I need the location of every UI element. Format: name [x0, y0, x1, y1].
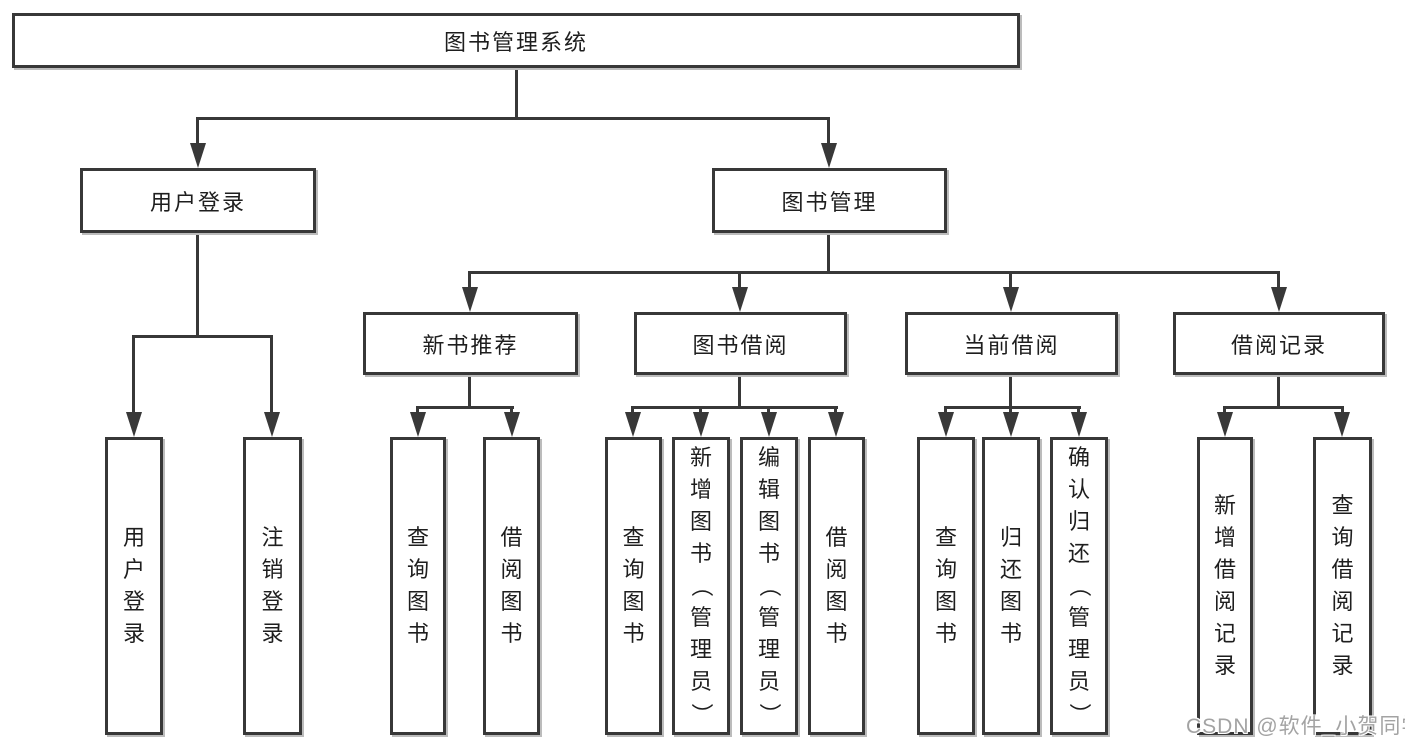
connector-line: [132, 335, 135, 413]
node-label: 图书管理系统: [443, 29, 588, 55]
connector-line: [738, 271, 741, 289]
node-label: 新书推荐: [422, 332, 519, 358]
connector-line: [468, 373, 471, 408]
arrowhead-icon: [1003, 412, 1019, 437]
connector-line: [1223, 406, 1344, 409]
connector-line: [1223, 406, 1226, 414]
leaf-return-books: 归还图书: [982, 437, 1040, 735]
leaf-query-books-recommend: 查询图书: [390, 437, 446, 735]
arrowhead-icon: [732, 287, 748, 312]
connector-line: [1077, 406, 1080, 414]
connector-line: [767, 406, 770, 414]
node-label: 图书借阅: [692, 332, 789, 358]
connector-line: [510, 406, 513, 414]
leaf-borrow-books-borrowing: 借阅图书: [808, 437, 865, 735]
connector-line: [699, 406, 702, 414]
connector-line: [196, 117, 199, 144]
arrowhead-icon: [504, 412, 520, 437]
connector-line: [944, 406, 947, 414]
leaf-confirm-return-admin: 确认归还（管理员）: [1050, 437, 1108, 735]
leaf-query-books-current: 查询图书: [917, 437, 975, 735]
node-label: 用户登录: [149, 189, 246, 215]
leaf-logout: 注销登录: [243, 437, 302, 735]
arrowhead-icon: [625, 412, 641, 437]
connector-line: [1277, 271, 1280, 289]
node-new-book-recommendation: 新书推荐: [363, 312, 578, 375]
node-label: 当前借阅: [963, 332, 1060, 358]
connector-line: [1341, 406, 1344, 414]
arrowhead-icon: [1271, 287, 1287, 312]
node-root-system: 图书管理系统: [12, 13, 1020, 68]
leaf-borrow-books-recommend: 借阅图书: [483, 437, 540, 735]
arrowhead-icon: [1071, 412, 1087, 437]
arrowhead-icon: [126, 412, 142, 437]
connector-line: [631, 406, 838, 409]
connector-line: [1009, 373, 1012, 408]
leaf-add-borrow-record: 新增借阅记录: [1197, 437, 1253, 735]
connector-line: [468, 271, 1280, 274]
arrowhead-icon: [190, 143, 206, 168]
arrowhead-icon: [693, 412, 709, 437]
node-user-login: 用户登录: [80, 168, 316, 233]
arrowhead-icon: [1334, 412, 1350, 437]
arrowhead-icon: [1217, 412, 1233, 437]
arrowhead-icon: [410, 412, 426, 437]
connector-line: [416, 406, 419, 414]
connector-line: [827, 231, 830, 273]
node-book-borrowing: 图书借阅: [634, 312, 847, 375]
arrowhead-icon: [264, 412, 280, 437]
arrowhead-icon: [828, 412, 844, 437]
connector-line: [834, 406, 837, 414]
leaf-query-borrow-record: 查询借阅记录: [1313, 437, 1372, 735]
arrowhead-icon: [1003, 287, 1019, 312]
connector-line: [1277, 373, 1280, 408]
leaf-edit-book-admin: 编辑图书（管理员）: [740, 437, 798, 735]
node-borrowing-records: 借阅记录: [1173, 312, 1385, 375]
node-label: 借阅记录: [1230, 332, 1327, 358]
leaf-add-book-admin: 新增图书（管理员）: [672, 437, 730, 735]
connector-line: [827, 117, 830, 144]
leaf-user-login: 用户登录: [105, 437, 163, 735]
connector-line: [944, 406, 1081, 409]
arrowhead-icon: [821, 143, 837, 168]
connector-line: [738, 373, 741, 408]
node-label: 图书管理: [781, 189, 878, 215]
arrowhead-icon: [462, 287, 478, 312]
connector-line: [515, 65, 518, 119]
connector-line: [1009, 271, 1012, 289]
connector-line: [196, 231, 199, 337]
connector-line: [631, 406, 634, 414]
connector-line: [270, 335, 273, 413]
connector-line: [416, 406, 514, 409]
connector-line: [196, 117, 830, 120]
node-book-management: 图书管理: [712, 168, 947, 233]
csdn-watermark: CSDN @软件_小贺同学: [1186, 715, 1405, 738]
connector-line: [132, 335, 273, 338]
leaf-query-books-borrowing: 查询图书: [605, 437, 662, 735]
arrowhead-icon: [938, 412, 954, 437]
connector-line: [468, 271, 471, 289]
connector-line: [1009, 406, 1012, 414]
arrowhead-icon: [761, 412, 777, 437]
node-current-borrowing: 当前借阅: [905, 312, 1118, 375]
